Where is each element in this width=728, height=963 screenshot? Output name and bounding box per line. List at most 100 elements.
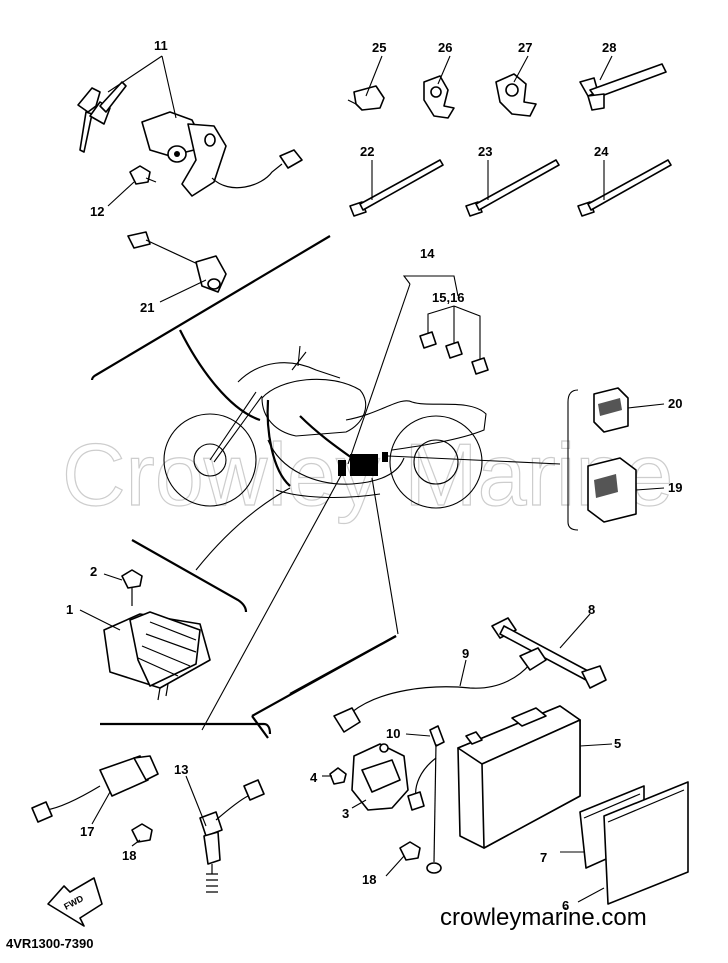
bracket-rectifier [131, 539, 248, 613]
fin-lines [137, 621, 197, 677]
fuse-lead [145, 239, 203, 267]
harness-box-left [338, 460, 346, 476]
bracket-hole [204, 133, 216, 147]
callout-12[interactable]: 12 [90, 204, 104, 219]
footer-site-url[interactable]: crowleymarine.com [440, 904, 647, 931]
starter-relay-3[interactable] [351, 743, 409, 811]
leader-28 [599, 55, 613, 81]
battery-side [481, 719, 581, 849]
rectifier-fins [129, 611, 201, 687]
front-wheel [163, 413, 257, 507]
callout-2[interactable]: 2 [90, 564, 97, 579]
bolt-4[interactable] [329, 767, 347, 785]
leader-17 [91, 791, 111, 825]
callout-8[interactable]: 8 [588, 602, 595, 617]
switch-13-body [203, 831, 221, 865]
callout-28[interactable]: 28 [602, 40, 616, 55]
callout-15-16[interactable]: 15,16 [432, 290, 465, 305]
callout-20[interactable]: 20 [668, 396, 682, 411]
bolt-18a-head [131, 823, 153, 843]
positive-lead-9[interactable] [333, 647, 547, 733]
callout-1[interactable]: 1 [66, 602, 73, 617]
switch-13-head [199, 811, 223, 837]
rectifier-tabs [157, 683, 169, 701]
fuse-end [127, 231, 151, 249]
cable-tie-23[interactable] [465, 159, 560, 217]
lead-10-ring [426, 862, 442, 874]
harness-front [179, 329, 261, 422]
diagram-code: 4VR1300-7390 [6, 936, 94, 951]
motorcycle-outline [163, 329, 561, 509]
battery-5[interactable] [457, 705, 581, 849]
sensor-17-coupler [31, 801, 53, 823]
battery-band-8[interactable] [491, 617, 607, 689]
bolt-2-head [121, 569, 143, 589]
callout-11[interactable]: 11 [154, 38, 168, 53]
sensor-17[interactable] [31, 755, 159, 823]
callout-25[interactable]: 25 [372, 40, 386, 55]
plate-6-edge [607, 789, 685, 823]
clamp-25[interactable] [347, 85, 385, 111]
relay-19[interactable] [587, 457, 637, 523]
harness-to-relays [387, 455, 561, 465]
relay-20-face [598, 398, 622, 416]
front-hub [193, 443, 227, 477]
callout-4[interactable]: 4 [310, 770, 318, 785]
harness-box [350, 454, 378, 476]
plate-6[interactable] [603, 781, 689, 905]
clamp-26[interactable] [423, 75, 455, 119]
callout-7[interactable]: 7 [540, 850, 547, 865]
callout-18-left[interactable]: 18 [122, 848, 136, 863]
cable-tie-22[interactable] [349, 159, 444, 217]
callout-5[interactable]: 5 [614, 736, 621, 751]
fuse-holder-21[interactable] [127, 231, 227, 293]
switch-coupler [279, 149, 303, 169]
seat-fender [345, 400, 487, 451]
bolt-2[interactable] [121, 569, 143, 606]
bolt-18-right[interactable] [399, 841, 421, 861]
switch-wire [211, 163, 283, 189]
band-28[interactable] [579, 63, 667, 111]
harness-box-right [382, 452, 388, 462]
leader-1 [79, 609, 121, 631]
callout-6[interactable]: 6 [562, 898, 569, 913]
bolt-head [129, 165, 151, 185]
battery-vent [511, 707, 547, 727]
callout-19[interactable]: 19 [668, 480, 682, 495]
callout-14[interactable]: 14 [420, 246, 435, 261]
clamp-26-body [423, 75, 455, 119]
callout-3[interactable]: 3 [342, 806, 349, 821]
callout-22[interactable]: 22 [360, 144, 374, 159]
switch-13[interactable] [199, 779, 265, 893]
leader-to-fuses [347, 283, 411, 465]
key-blade-1 [79, 111, 93, 153]
leader-10 [405, 733, 431, 737]
callout-26[interactable]: 26 [438, 40, 452, 55]
callout-27[interactable]: 27 [518, 40, 532, 55]
callout-24[interactable]: 24 [594, 144, 609, 159]
relay-20[interactable] [593, 387, 629, 433]
callout-13[interactable]: 13 [174, 762, 188, 777]
fuse-cap [207, 278, 221, 290]
lead-9-boot [519, 647, 547, 671]
forward-arrow: FWD [47, 877, 103, 927]
main-switch-assembly[interactable] [77, 81, 303, 197]
callout-21[interactable]: 21 [140, 300, 154, 315]
sensor-17-cap [133, 755, 159, 781]
clamp-27[interactable] [495, 73, 537, 117]
rectifier-regulator[interactable] [103, 611, 211, 701]
bolt-18b-head [399, 841, 421, 861]
negative-lead-10[interactable] [407, 725, 445, 874]
callout-18-right[interactable]: 18 [362, 872, 376, 887]
cable-tie-24[interactable] [577, 159, 672, 217]
callout-17[interactable]: 17 [80, 824, 94, 839]
fuse-14 [419, 331, 437, 349]
bolt-18-left[interactable] [131, 823, 153, 843]
callout-9[interactable]: 9 [462, 646, 469, 661]
plate-7-edge [583, 793, 641, 819]
leader-25 [365, 55, 383, 97]
callout-10[interactable]: 10 [386, 726, 400, 741]
bolt-12[interactable] [129, 165, 157, 185]
callout-23[interactable]: 23 [478, 144, 492, 159]
